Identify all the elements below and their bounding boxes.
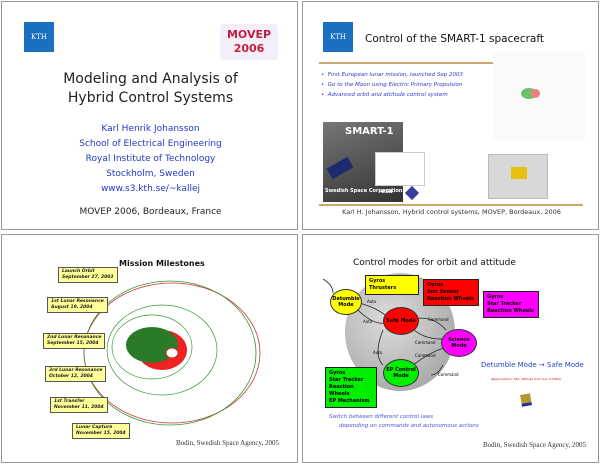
credit: Bodin, Swedish Space Agency, 2005 <box>483 441 586 449</box>
venue: MOVEP 2006, Bordeaux, France <box>79 207 222 217</box>
mode-science: Science Mode <box>441 329 477 357</box>
chart-title: Mission Milestones <box>119 259 205 268</box>
city: Stockholm, Sweden <box>106 169 195 179</box>
footer: Karl H. Johansson, Hybrid control system… <box>342 208 561 216</box>
slide-control-modes: Control modes for orbit and attitude Det… <box>302 234 599 463</box>
mode-ep-control: EP Control Mode <box>383 359 419 387</box>
spacecraft-icon <box>520 393 532 407</box>
school: School of Electrical Engineering <box>79 139 222 149</box>
kth-logo: KTH <box>323 22 353 52</box>
bullet: • Advanced orbit and attitude control sy… <box>321 92 448 98</box>
mode-safe: Safe Mode <box>383 307 419 335</box>
title-line1: Modeling and Analysis of <box>63 71 238 87</box>
caption-line1: Switch between different control laws <box>329 414 434 420</box>
orbit-plot <box>83 280 261 426</box>
kth-logo: KTH <box>24 22 54 52</box>
sim-caption: (Reproduction: Mix, Attitude from Sun 3.… <box>491 377 562 381</box>
slide-title: KTH MOVEP 2006 Modeling and Analysis of … <box>1 1 298 230</box>
title-line2: Hybrid Control Systems <box>67 90 234 106</box>
url[interactable]: www.s3.kth.se/~kallej <box>100 184 201 194</box>
author: Karl Henrik Johansson <box>101 124 200 134</box>
institute: Royal Institute of Technology <box>85 154 216 164</box>
caption-line2: depending on commands and autonomous act… <box>339 423 479 429</box>
slide-smart1: KTH Control of the SMART-1 spacecraft • … <box>302 1 599 230</box>
mode-detumble: Detumble Mode <box>330 289 362 315</box>
transition-label: Detumble Mode → Safe Mode <box>481 361 584 369</box>
credit: Bodin, Swedish Space Agency, 2005 <box>176 439 279 447</box>
slide-title: Control of the SMART-1 spacecraft <box>365 33 544 45</box>
movep-logo: MOVEP 2006 <box>220 24 278 60</box>
bullet: • First European lunar mission, launched… <box>321 72 464 78</box>
slide-title: Control modes for orbit and attitude <box>353 258 516 268</box>
spacecraft-diagram <box>488 154 548 199</box>
orbit-image <box>493 52 585 140</box>
bullet: • Go to the Moon using Electric Primary … <box>321 82 463 88</box>
